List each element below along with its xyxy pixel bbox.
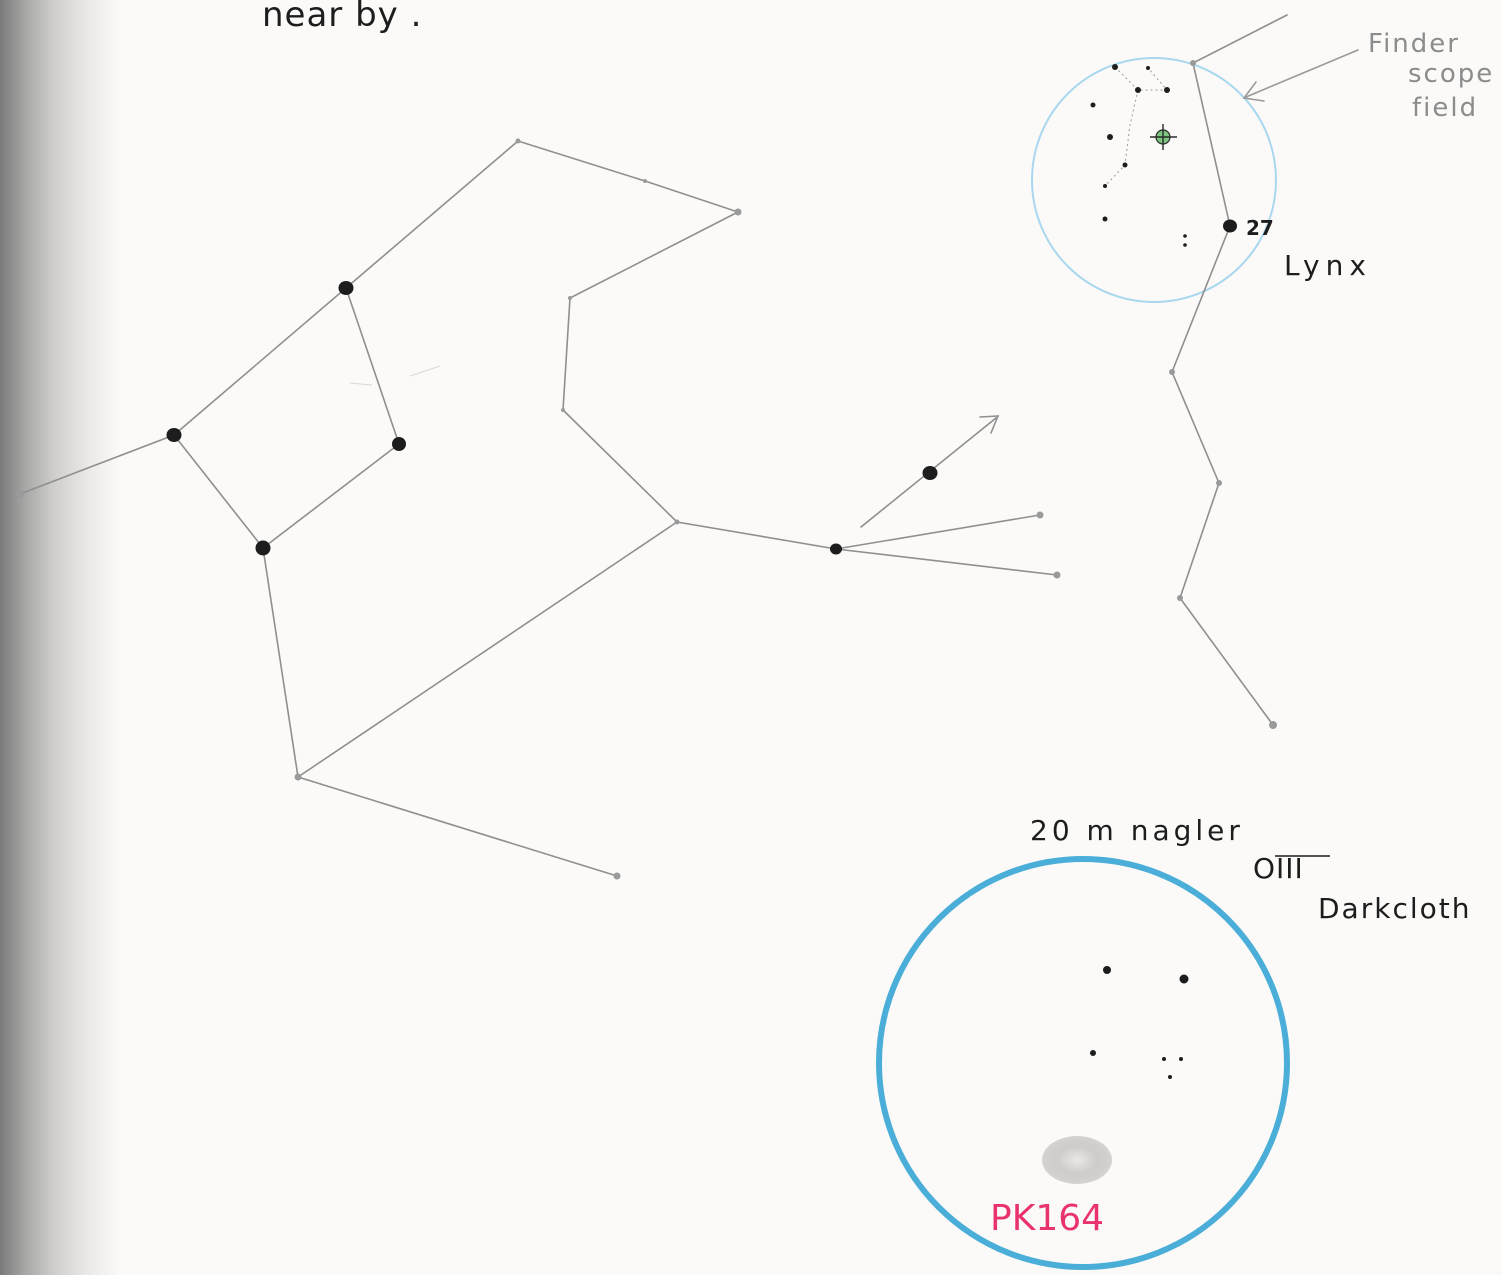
finder-label-line2: scope [1408, 59, 1494, 89]
bright-star [256, 541, 271, 556]
target-crosshair-icon [1150, 124, 1177, 150]
finder-star [1146, 66, 1150, 70]
bright-stars-left [167, 281, 938, 556]
faint-star [1037, 512, 1044, 519]
finder-star [1107, 134, 1113, 140]
faint-star [643, 179, 647, 183]
star-number-label: 27 [1246, 216, 1274, 240]
eyepiece-field: 20 m nagler OIII Darkcloth PK164 [879, 814, 1471, 1267]
finder-star [1135, 87, 1141, 93]
constellation-line-fork-upper [836, 515, 1040, 549]
finder-star [1103, 217, 1108, 222]
star-27-lynx [1223, 220, 1237, 233]
faint-stars-left [16, 139, 1061, 880]
constellation-line-arm [20, 141, 836, 549]
finder-star [1164, 87, 1170, 93]
constellation-line-box [174, 288, 399, 548]
finder-label-line1: Finder [1368, 29, 1460, 59]
finder-circle [1032, 58, 1276, 302]
eyepiece-star [1180, 975, 1189, 984]
faint-star [1216, 480, 1222, 486]
lynx-faint-stars [1169, 60, 1277, 729]
finder-scope-field: Finder scope field 27 Lynx [1032, 15, 1494, 729]
finder-star [1112, 64, 1118, 70]
bright-star [923, 466, 938, 480]
faint-star [735, 209, 742, 216]
bright-star [339, 281, 354, 295]
faint-star [16, 490, 24, 498]
technique-label: Darkcloth [1318, 892, 1471, 925]
planetary-nebula [1042, 1136, 1112, 1184]
bright-star [830, 544, 842, 555]
asterism-lines [1105, 67, 1167, 186]
lynx-constellation-line [1172, 15, 1287, 725]
eyepiece-star [1103, 966, 1111, 974]
asterism-stars [1091, 64, 1187, 247]
eyepiece-star [1179, 1057, 1183, 1061]
finder-star [1091, 103, 1096, 108]
constellation-line-fork-lower [836, 549, 1057, 575]
finder-label-line3: field [1412, 93, 1478, 123]
faint-star [561, 408, 565, 412]
faint-star [1190, 60, 1196, 66]
finder-annotation-arrow-icon [1244, 50, 1358, 101]
left-constellation [20, 141, 1057, 876]
faint-star [295, 774, 302, 781]
paper-smudges [350, 366, 440, 385]
finder-star [1103, 184, 1107, 188]
faint-star [1269, 721, 1277, 729]
faint-star [1054, 572, 1061, 579]
eyepiece-stars [1090, 966, 1189, 1079]
constellation-line-diagonal [298, 522, 677, 777]
faint-star [1177, 595, 1183, 601]
finder-star [1183, 234, 1187, 238]
heading-near-by: near by . [262, 0, 422, 35]
constellation-label: Lynx [1284, 249, 1372, 282]
filter-label: OIII [1253, 852, 1304, 885]
bright-star [392, 437, 406, 451]
finder-star [1123, 163, 1128, 168]
finder-star [1183, 243, 1187, 247]
eyepiece-star [1090, 1050, 1096, 1056]
object-label: PK164 [990, 1198, 1104, 1239]
eyepiece-star [1168, 1075, 1172, 1079]
faint-star [1169, 369, 1175, 375]
eyepiece-label: 20 m nagler [1030, 814, 1244, 847]
eyepiece-star [1162, 1057, 1166, 1061]
faint-star [516, 139, 521, 144]
faint-star [614, 873, 621, 880]
bright-star [167, 428, 182, 442]
faint-star [568, 296, 572, 300]
faint-star [675, 520, 680, 525]
